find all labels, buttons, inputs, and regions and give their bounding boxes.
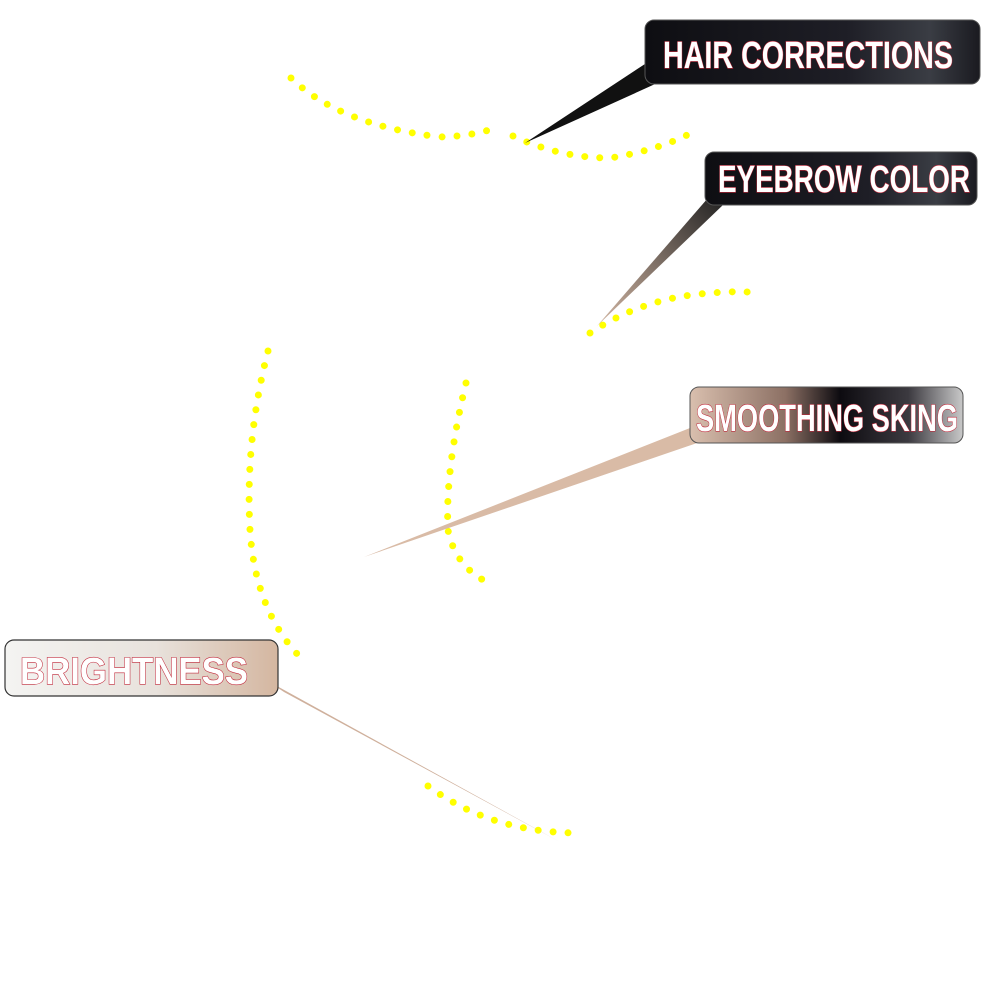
brightness-pointer [266, 680, 560, 842]
hair-corrections-label: HAIR CORRECTIONS [644, 19, 981, 85]
cheek-contour-dots [444, 379, 489, 585]
smoothing-skin-text: SMOOTHING SKING [696, 398, 958, 440]
chin-dots [424, 782, 580, 837]
smoothing-skin-label: SMOOTHING SKING [689, 386, 964, 444]
brightness-text: BRIGHTNESS [20, 651, 248, 693]
hair-pointer [525, 62, 664, 143]
eyebrow-color-label: EYEBROW COLOR [704, 151, 978, 206]
eyebrow-color-text: EYEBROW COLOR [718, 159, 970, 201]
eyebrow-pointer [597, 198, 724, 326]
smoothing-pointer [364, 428, 700, 557]
face-contour-dots [245, 347, 304, 661]
eyebrow-dots [586, 288, 752, 337]
brightness-label: BRIGHTNESS [4, 639, 279, 697]
hairline-dots-right [509, 127, 699, 162]
hairline-dots-left [287, 74, 502, 141]
hair-corrections-text: HAIR CORRECTIONS [663, 35, 953, 77]
